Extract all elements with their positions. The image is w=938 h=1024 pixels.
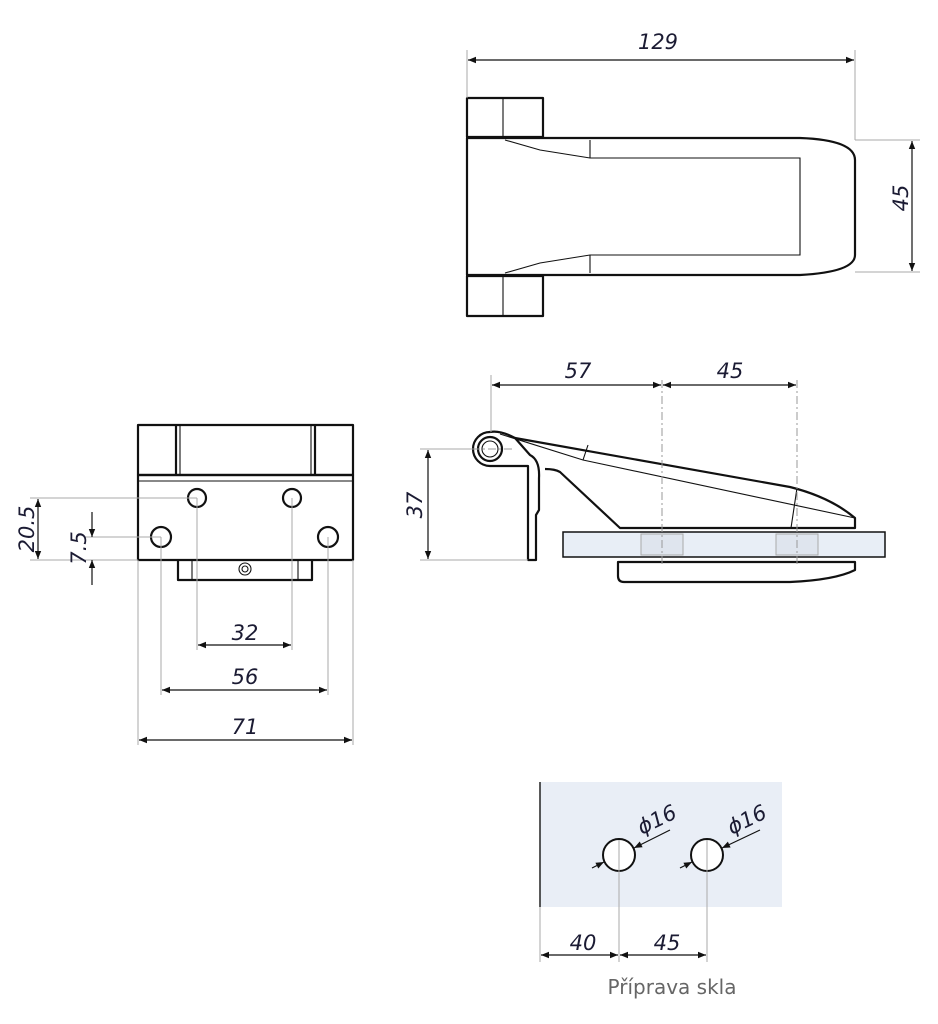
glass-section <box>562 531 886 558</box>
dim-20-5: 20.5 <box>15 506 39 553</box>
dim-71: 71 <box>232 715 259 739</box>
dim-56: 56 <box>232 665 259 689</box>
side-view: 57 45 37 <box>403 359 886 584</box>
dim-height-45: 45 <box>889 185 913 212</box>
dim-32: 32 <box>232 621 259 645</box>
glass-prep-caption: Příprava skla <box>608 975 737 999</box>
glass-preparation: ϕ16 ϕ16 40 45 Příprava skla <box>539 782 782 999</box>
top-view: 129 45 <box>465 30 920 318</box>
front-view: 20.5 7.5 32 56 71 <box>15 423 355 745</box>
dim-45-side: 45 <box>717 359 744 383</box>
dim-width-129: 129 <box>638 30 678 54</box>
dim-7-5: 7.5 <box>67 531 91 564</box>
dim-57: 57 <box>565 359 592 383</box>
dim-40: 40 <box>570 931 597 955</box>
dim-37: 37 <box>403 491 427 518</box>
dim-45-glass: 45 <box>654 931 681 955</box>
